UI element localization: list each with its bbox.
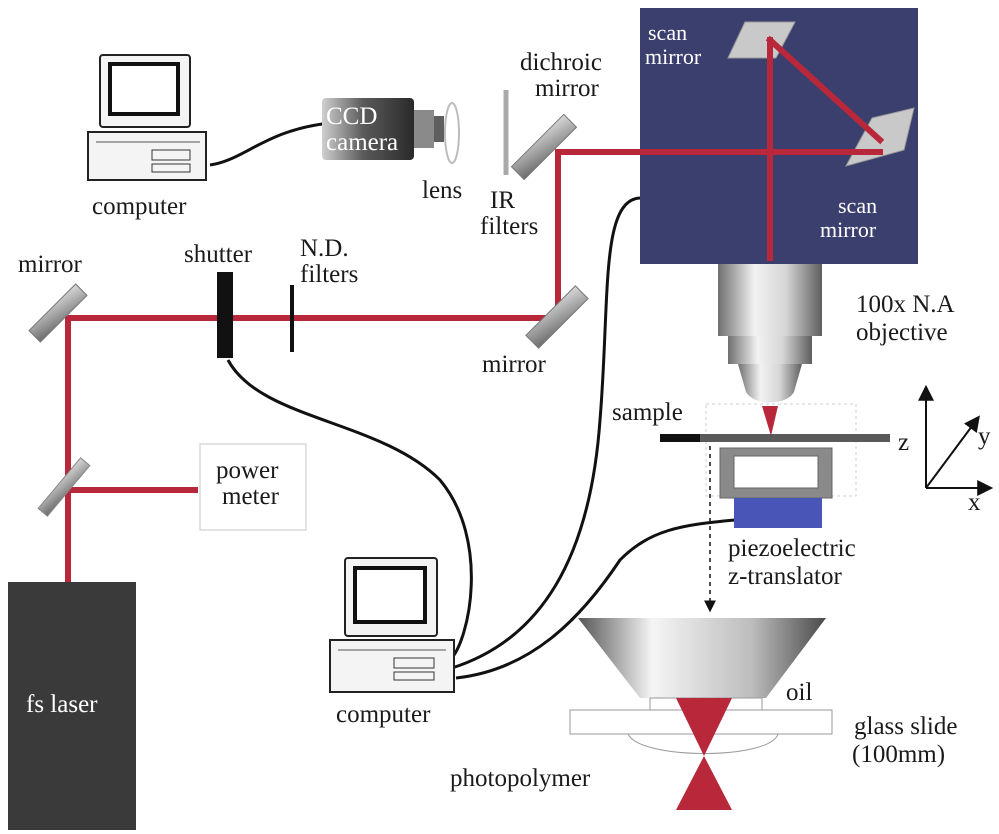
- focus-cone-lower: [676, 756, 732, 810]
- sample-tip: [660, 434, 700, 442]
- label-axis-x: x: [968, 489, 981, 516]
- label-objective-na: 100x N.A: [856, 291, 955, 318]
- fs-laser-box: [8, 582, 136, 830]
- stage-holder: [719, 447, 833, 499]
- focus-cone-upper: [676, 698, 732, 756]
- label-glass-slide-size: (100mm): [852, 741, 945, 768]
- mirror-mid-icon: [525, 285, 589, 349]
- computer-bottom-icon: [329, 557, 455, 693]
- sample-field-box: [705, 403, 857, 497]
- label-meter: meter: [222, 483, 280, 510]
- svg-text:N.D.filters: N.D.filters: [300, 235, 358, 288]
- label-scan-mirror-bottom-2: mirror: [820, 217, 877, 242]
- objective-icon: [718, 264, 822, 403]
- label-ir: IR: [490, 187, 515, 214]
- label-mirror-left: mirror: [18, 251, 83, 278]
- label-lens: lens: [422, 177, 462, 204]
- label-z-translator: z-translator: [728, 563, 843, 590]
- dichroic-mirror-icon: [510, 113, 578, 181]
- label-ccd: CCD: [326, 103, 377, 130]
- lens-icon: [444, 102, 460, 164]
- label-axis-y: y: [978, 423, 991, 450]
- objective-cone: [578, 618, 826, 698]
- label-dichroic-mirror: mirror: [535, 75, 600, 102]
- label-nd-filters: filters: [300, 261, 358, 288]
- label-computer-bottom: computer: [336, 701, 431, 728]
- sample-plate: [700, 434, 890, 442]
- piezo-block: [734, 498, 822, 528]
- focused-beam: [762, 406, 778, 436]
- label-scan-mirror-top-1: scan: [648, 20, 687, 45]
- label-camera: camera: [326, 129, 398, 156]
- cables: [209, 121, 736, 680]
- label-fs-laser: fs laser: [26, 691, 98, 718]
- label-scan-mirror-top-2: mirror: [645, 44, 702, 69]
- label-nd: N.D.: [300, 235, 349, 262]
- label-computer-top: computer: [92, 193, 187, 220]
- computer-icon: [87, 54, 207, 181]
- label-sample: sample: [612, 399, 683, 426]
- label-dichroic: dichroic: [520, 49, 602, 76]
- label-shutter: shutter: [184, 241, 253, 268]
- label-axis-z: z: [898, 429, 909, 456]
- svg-text:glass slide(100mm): glass slide(100mm): [852, 713, 957, 768]
- label-mirror-mid: mirror: [482, 351, 547, 378]
- label-objective: objective: [856, 319, 948, 346]
- label-piezoelectric: piezoelectric: [728, 535, 856, 562]
- ccd-camera-icon: [322, 98, 444, 160]
- label-scan-mirror-bottom-1: scan: [838, 193, 877, 218]
- label-photopolymer: photopolymer: [450, 765, 591, 792]
- label-glass-slide: glass slide: [854, 713, 957, 740]
- label-oil: oil: [786, 679, 812, 706]
- power-meter-box: [199, 443, 307, 531]
- label-power: power: [216, 457, 279, 484]
- beam-splitter-icon: [37, 457, 91, 517]
- axes-icon: [918, 384, 994, 496]
- shutter-block: [217, 272, 233, 358]
- label-ir-filters: filters: [480, 213, 538, 240]
- mirror-icon: [28, 283, 88, 343]
